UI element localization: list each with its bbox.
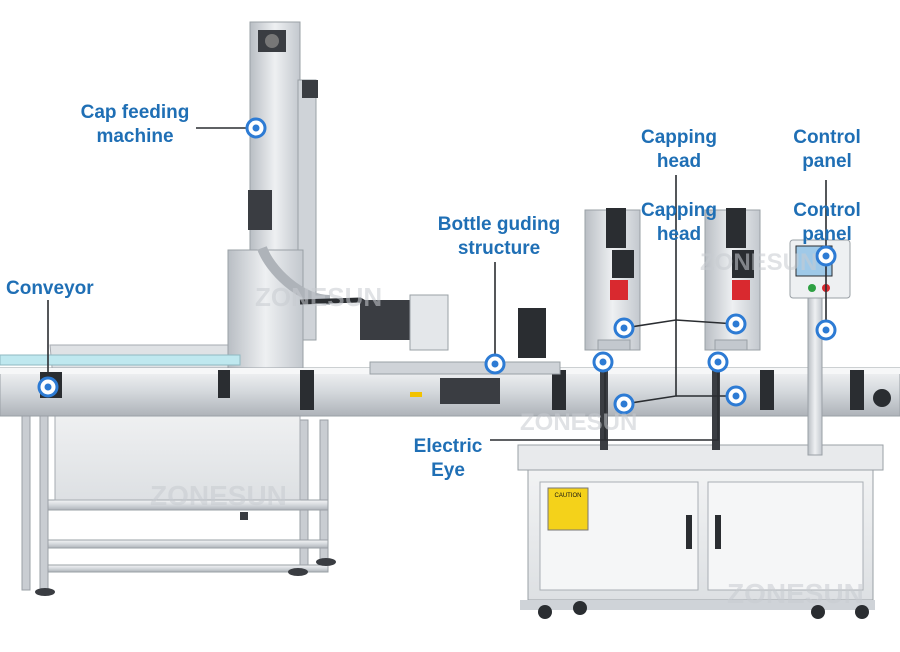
label-electric-eye: Electric Eye: [413, 436, 483, 481]
marker-cap-feeding: [245, 117, 267, 139]
marker-capping-motor-left: [613, 393, 635, 415]
watermark-lower-right: ZONESUN: [727, 578, 864, 609]
callout-markers: [37, 117, 837, 415]
label-capping-head-bottom: Capping head: [641, 200, 717, 245]
label-cap-feeding-machine: Cap feeding machine: [80, 102, 190, 147]
cap-feeder-tower: [227, 21, 430, 381]
marker-capping-head-left: [613, 317, 635, 339]
marker-control-panel-post: [815, 319, 837, 341]
label-control-panel-bottom: Control panel: [793, 200, 861, 245]
marker-electric-eye-right: [707, 351, 729, 373]
watermark-center: ZONESUN: [520, 409, 637, 436]
label-capping-head-top: Capping head: [641, 127, 717, 172]
watermark-upper-right: ZONESUN: [700, 249, 817, 276]
bottle-guide: [369, 294, 561, 404]
caution-sign: CAUTION: [555, 493, 582, 499]
label-bottle-guiding-structure: Bottle guding structure: [437, 214, 561, 259]
marker-capping-head-right: [725, 313, 747, 335]
marker-conveyor: [37, 376, 59, 398]
callout-line-electric-eye-b: [605, 365, 719, 441]
watermarks: ZONESUN ZONESUN ZONESUN ZONESUN ZONESUN: [150, 249, 864, 609]
watermark-upper-left: ZONESUN: [255, 282, 382, 312]
capping-cabinet: CAUTION: [517, 360, 884, 619]
marker-bottle-guide: [484, 353, 506, 375]
marker-capping-motor-right: [725, 385, 747, 407]
capping-head-right: [704, 208, 761, 351]
marker-electric-eye-left: [592, 351, 614, 373]
marker-control-panel-screen: [815, 245, 837, 267]
label-conveyor: Conveyor: [6, 278, 94, 299]
watermark-lower-left: ZONESUN: [150, 480, 287, 511]
label-control-panel-top: Control panel: [793, 127, 861, 172]
